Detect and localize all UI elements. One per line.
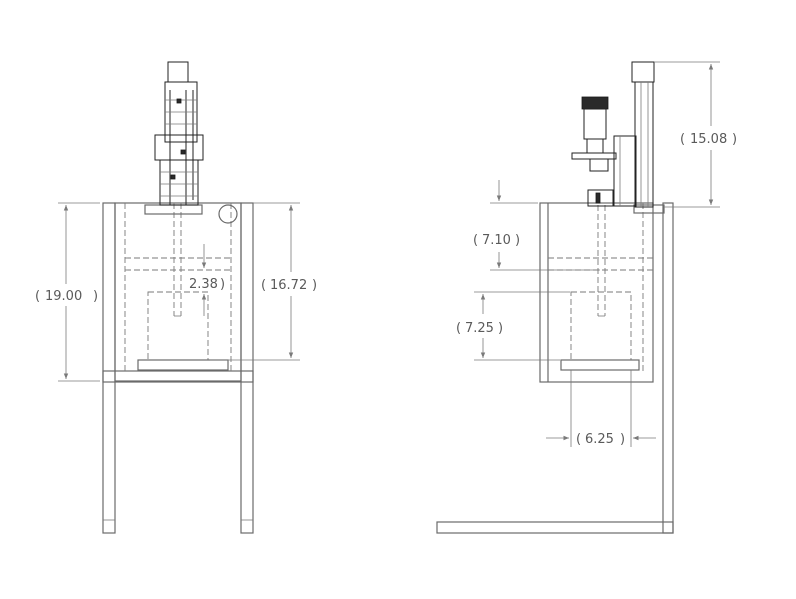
front-base-plate [137,359,229,371]
side-base-foot [436,521,674,534]
front-top-plate [144,204,203,215]
dim-side-width: 6.25 ( ) [546,370,656,447]
dim-side-middle-height: 7.25 ( ) [456,291,570,361]
dim-front-frame-height: 19.00 ( ) [35,202,100,382]
dim-label-238: 2.38 [189,277,218,292]
dim-label-625: 6.25 [585,432,614,447]
front-cross-beam [102,370,254,383]
front-inner-vessel [147,291,209,361]
front-left-leg [102,202,116,534]
dim-label-1672: 16.72 [270,278,307,293]
svg-text:(: ( [261,278,266,293]
side-vertical-post [662,202,674,534]
side-view: 15.08 ( ) 7.10 ( ) 7.25 ( ) [436,61,737,534]
svg-text:): ) [312,278,317,293]
svg-text:): ) [732,132,737,147]
side-inner-vessel [570,291,632,361]
dim-front-inner-height: 16.72 ( ) [210,202,317,361]
dim-label-725: 7.25 [465,321,494,336]
dim-front-inner-depth: 2.38 ) [189,244,225,316]
dim-label-710: 7.10 [482,233,511,248]
svg-text:): ) [620,432,625,447]
side-motor-assembly [571,61,655,208]
svg-text:): ) [93,289,98,304]
front-view: 19.00 ( ) 2.38 ) 16.72 ( ) [35,61,317,534]
svg-text:): ) [220,277,225,292]
dim-side-upper-offset: 7.10 ( ) [473,180,600,271]
front-enclosure [114,202,242,382]
svg-text:(: ( [35,289,40,304]
side-base-plate [560,359,640,371]
svg-text:): ) [498,321,503,336]
svg-text:(: ( [456,321,461,336]
dim-label-19: 19.00 [45,289,82,304]
svg-text:(: ( [680,132,685,147]
svg-text:): ) [515,233,520,248]
front-motor-assembly [154,61,204,206]
dim-label-1508: 15.08 [690,132,727,147]
side-enclosure [539,202,654,383]
svg-text:(: ( [576,432,581,447]
front-port-circle [218,204,238,224]
front-right-leg [240,202,254,534]
dim-side-top-height: 15.08 ( ) [654,61,737,208]
svg-text:(: ( [473,233,478,248]
